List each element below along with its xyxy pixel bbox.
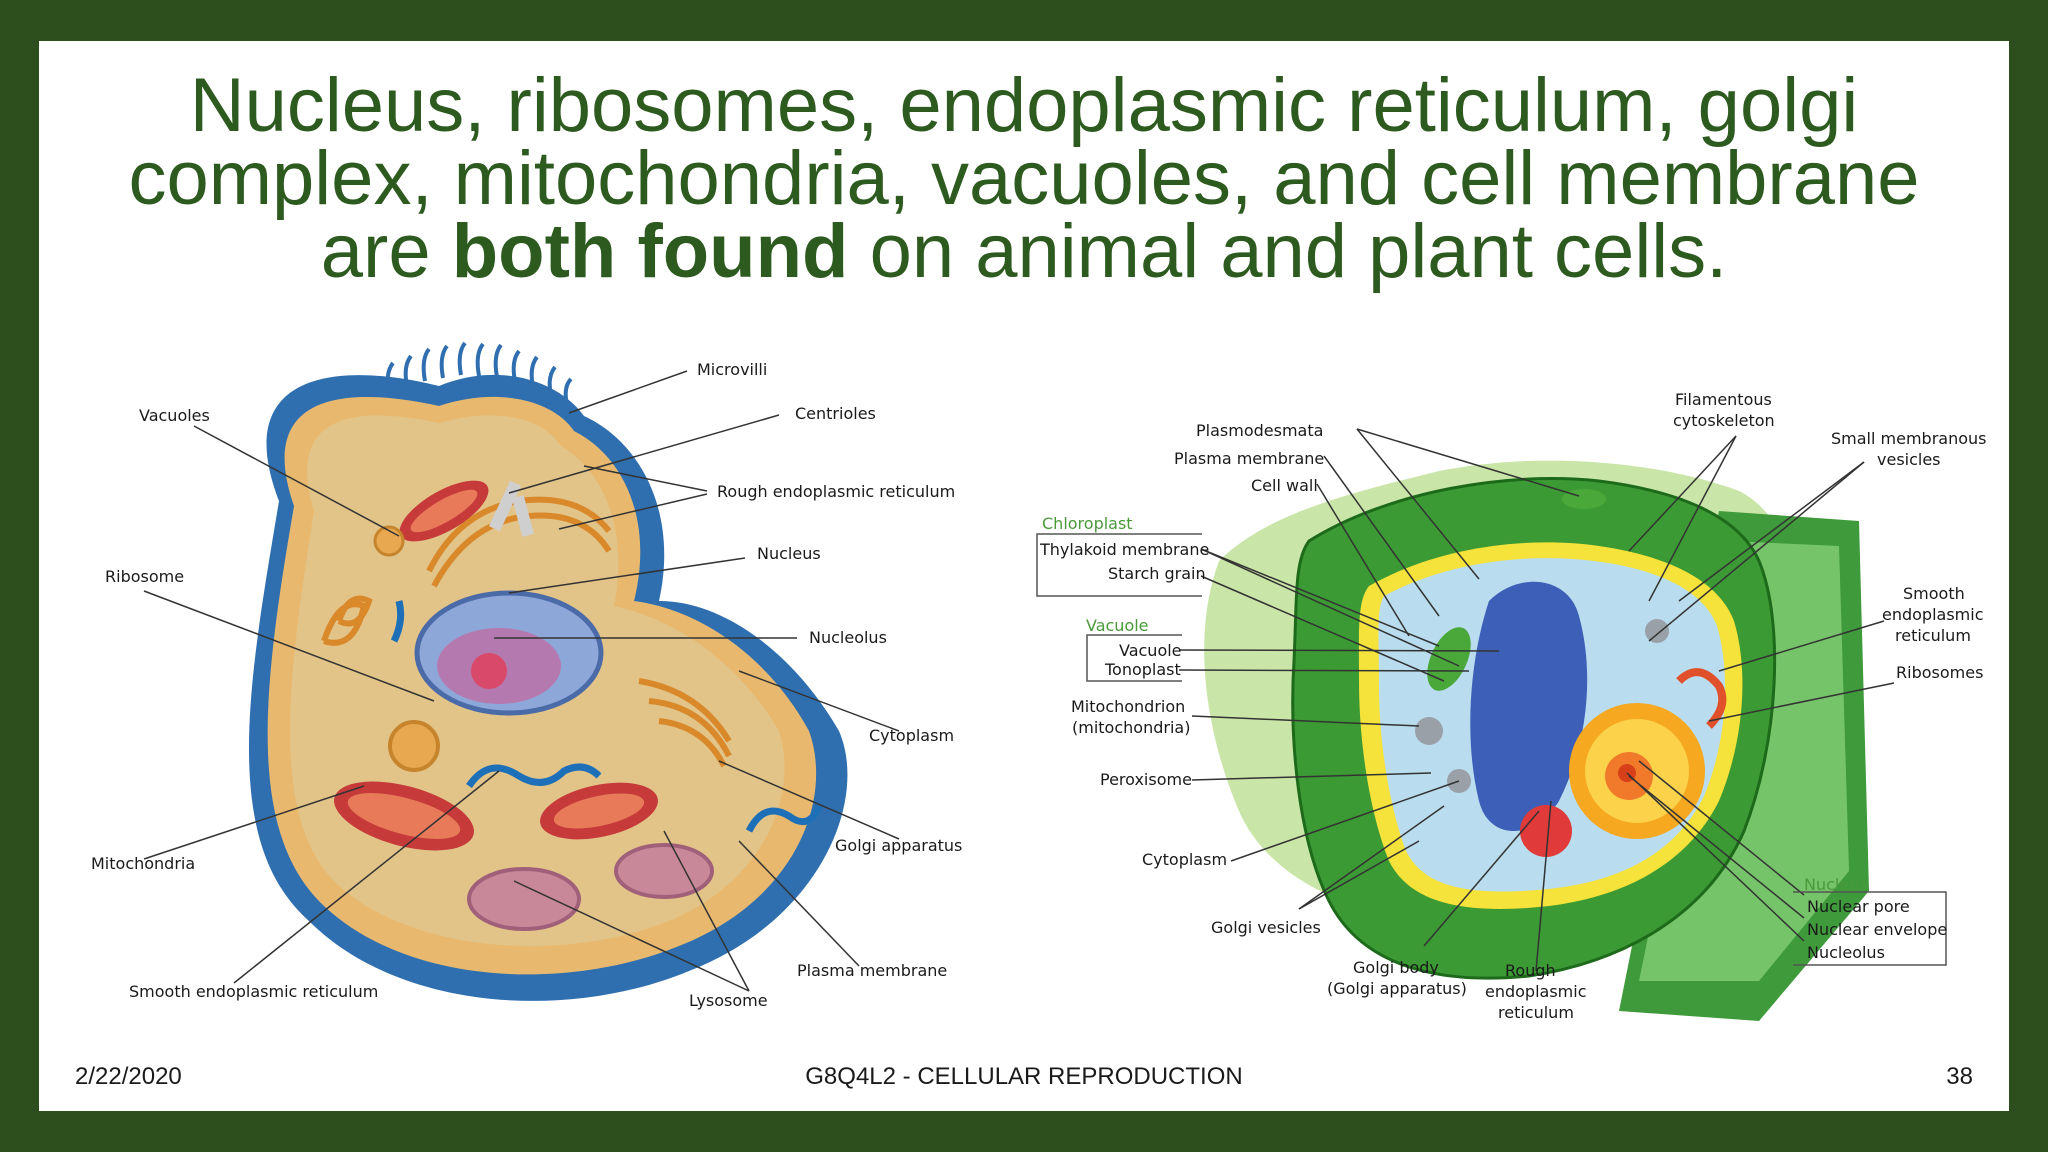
label-nucleolus: Nucleolus bbox=[809, 628, 887, 647]
label-peroxisome: Peroxisome bbox=[1100, 770, 1192, 789]
label-ribosome: Ribosome bbox=[105, 567, 184, 586]
label-nuclear-pore: Nuclear pore bbox=[1807, 897, 1910, 916]
label-plant-plasma-membrane: Plasma membrane bbox=[1174, 449, 1324, 468]
label-golgi-body: Golgi body bbox=[1353, 958, 1439, 977]
label-golgi: Golgi apparatus bbox=[835, 836, 962, 855]
label-mitochondria-paren: (mitochondria) bbox=[1072, 718, 1190, 737]
label-lysosome: Lysosome bbox=[689, 991, 768, 1010]
label-thylakoid: Thylakoid membrane bbox=[1039, 540, 1209, 559]
label-starch: Starch grain bbox=[1108, 564, 1206, 583]
footer-course: G8Q4L2 - CELLULAR REPRODUCTION bbox=[805, 1063, 1243, 1090]
label-small-vesicles-1: Small membranous bbox=[1831, 429, 1986, 448]
label-smooth-1: Smooth bbox=[1903, 584, 1965, 603]
label-rough-2: endoplasmic bbox=[1485, 982, 1587, 1001]
label-plant-nucleolus: Nucleolus bbox=[1807, 943, 1885, 962]
label-vacuoles: Vacuoles bbox=[139, 406, 210, 425]
plant-leader-lines bbox=[1178, 428, 1895, 972]
label-filamentous-1: Filamentous bbox=[1675, 390, 1772, 409]
label-ribosomes: Ribosomes bbox=[1896, 663, 1983, 682]
label-smooth-er: Smooth endoplasmic reticulum bbox=[129, 982, 378, 1001]
label-cytoplasm: Cytoplasm bbox=[869, 726, 954, 745]
label-plasma-membrane: Plasma membrane bbox=[797, 961, 947, 980]
label-tonoplast: Tonoplast bbox=[1104, 660, 1181, 679]
label-smooth-2: endoplasmic bbox=[1882, 605, 1984, 624]
label-nuclear-envelope: Nuclear envelope bbox=[1807, 920, 1947, 939]
plant-labels: Plasmodesmata Plasma membrane Cell wall … bbox=[1039, 390, 1986, 1022]
label-plant-cytoplasm: Cytoplasm bbox=[1142, 850, 1227, 869]
label-small-vesicles-2: vesicles bbox=[1877, 450, 1941, 469]
footer-date: 2/22/2020 bbox=[75, 1063, 182, 1090]
label-vacuole-group: Vacuole bbox=[1086, 616, 1149, 635]
label-smooth-3: reticulum bbox=[1895, 626, 1971, 645]
label-rough-3: reticulum bbox=[1498, 1003, 1574, 1022]
slide-title: Nucleus, ribosomes, endoplasmic reticulu… bbox=[79, 68, 1969, 290]
label-plasmodesmata: Plasmodesmata bbox=[1196, 421, 1323, 440]
slide: Nucleus, ribosomes, endoplasmic reticulu… bbox=[39, 41, 2009, 1111]
footer-page-number: 38 bbox=[1946, 1063, 1973, 1090]
label-cell-wall: Cell wall bbox=[1251, 476, 1318, 495]
animal-labels: Microvilli Vacuoles Centrioles Rough end… bbox=[91, 360, 962, 1010]
label-mitochondria: Mitochondria bbox=[91, 854, 195, 873]
label-mitochondrion: Mitochondrion bbox=[1071, 697, 1185, 716]
label-golgi-vesicles: Golgi vesicles bbox=[1211, 918, 1321, 937]
label-filamentous-2: cytoskeleton bbox=[1673, 411, 1775, 430]
label-microvilli: Microvilli bbox=[697, 360, 767, 379]
title-text-1: Nucleus, ribosomes, endoplasmic reticulu… bbox=[128, 63, 1920, 294]
title-bold-text: both found bbox=[451, 209, 849, 294]
label-nucleus-group: Nucleus bbox=[1804, 875, 1868, 894]
label-rough-1: Rough bbox=[1505, 961, 1556, 980]
label-golgi-apparatus: (Golgi apparatus) bbox=[1327, 979, 1467, 998]
plant-cell-illustration bbox=[1204, 460, 1869, 1021]
title-text-2: on animal and plant cells. bbox=[848, 209, 1728, 294]
animal-leader-lines bbox=[143, 370, 900, 992]
label-vacuole: Vacuole bbox=[1119, 641, 1182, 660]
label-nucleus: Nucleus bbox=[757, 544, 821, 563]
animal-cell-illustration bbox=[249, 341, 848, 1001]
label-rough-er: Rough endoplasmic reticulum bbox=[717, 482, 955, 501]
label-centrioles: Centrioles bbox=[795, 404, 876, 423]
plant-label-boxes bbox=[1036, 533, 1947, 966]
cell-diagrams: Microvilli Vacuoles Centrioles Rough end… bbox=[91, 341, 1986, 1022]
label-chloroplast: Chloroplast bbox=[1042, 514, 1133, 533]
